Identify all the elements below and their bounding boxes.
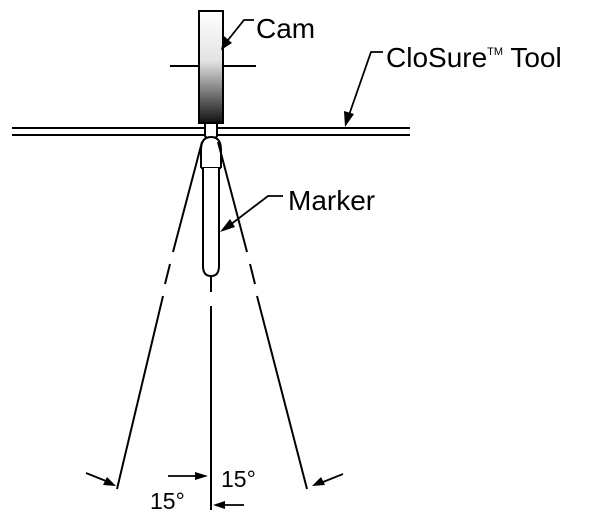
angle-arrows [85, 472, 344, 509]
tool-leader [344, 51, 383, 127]
cam-label: Cam [256, 13, 315, 44]
right-angle-line [217, 141, 308, 490]
left-angle-line [116, 141, 203, 490]
angle-label-left: 15° [150, 488, 185, 514]
tool-label-trademark: TM [487, 46, 503, 58]
marker-label: Marker [288, 185, 375, 216]
tool-label-name: CloSure [386, 42, 487, 73]
marker-leader [220, 195, 283, 232]
cam-body [198, 10, 224, 124]
tool-label-suffix: Tool [503, 42, 562, 73]
marker-body [200, 135, 222, 278]
tool-label: CloSureTM Tool [386, 42, 562, 73]
cam-leader [221, 19, 254, 50]
angle-label-right: 15° [221, 466, 256, 492]
